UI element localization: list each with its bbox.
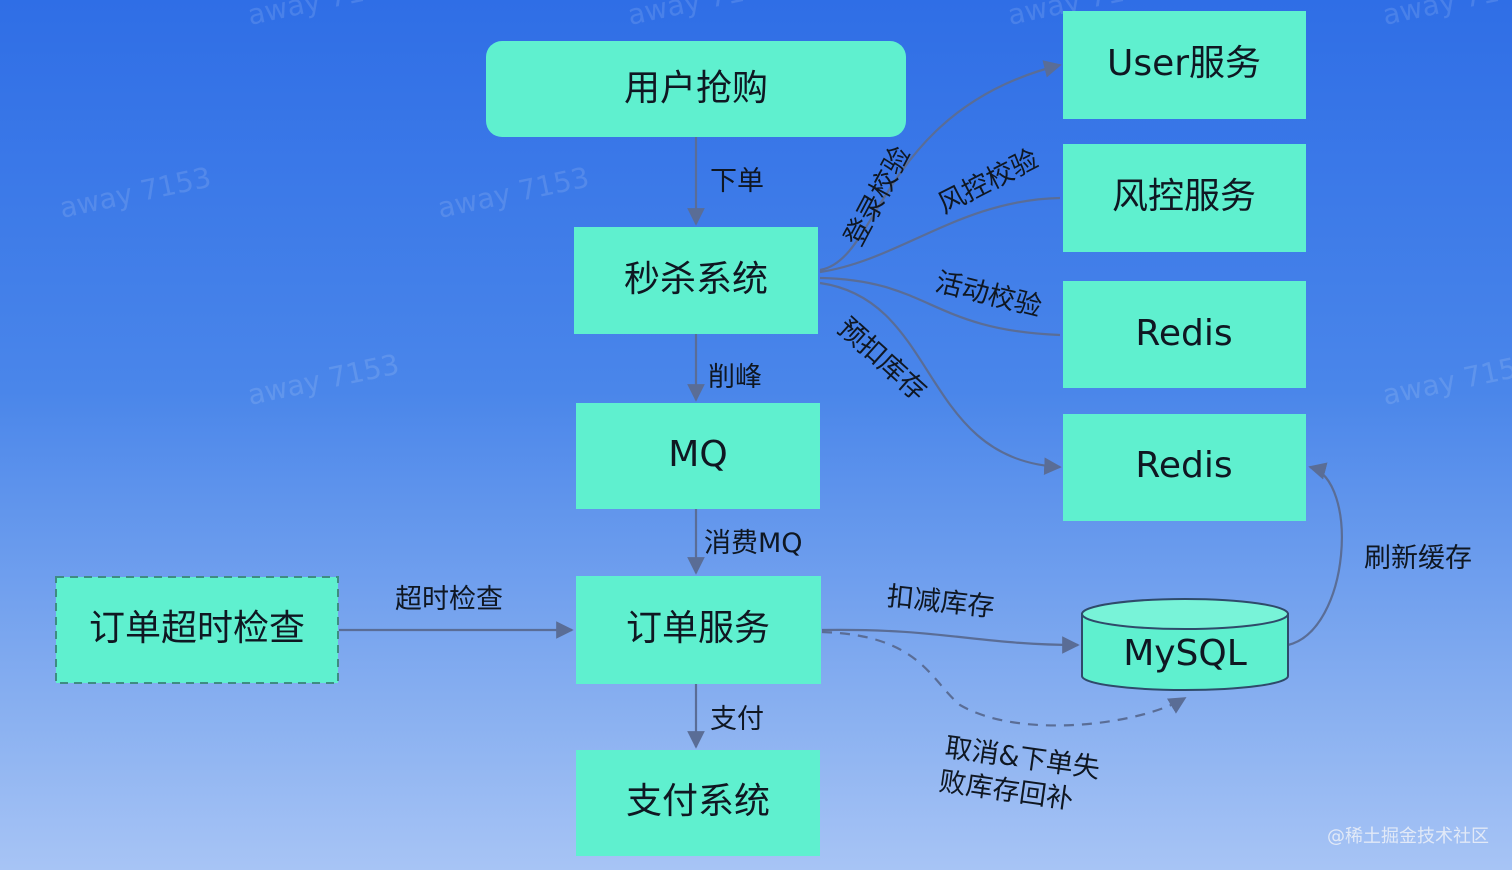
watermark: away 7153 [57, 161, 214, 225]
edge-label-consume-mq: 消费MQ [704, 528, 803, 559]
edge-login-check [819, 60, 1062, 272]
edge-label-timeout-check: 超时检查 [395, 584, 503, 615]
node-order-service: 订单服务 [576, 576, 821, 684]
node-order-timeout-check: 订单超时检查 [55, 576, 339, 684]
edge-label-activity-check: 活动校验 [932, 267, 1044, 323]
node-seckill-system: 秒杀系统 [574, 227, 818, 334]
node-label: MQ [668, 434, 727, 475]
edge-label-pay: 支付 [710, 704, 764, 735]
watermark: away 7153 [1380, 348, 1512, 412]
edge-restore-stock [821, 630, 1187, 727]
node-label: 风控服务 [1112, 176, 1256, 217]
edge-label-deduct-stock: 扣减库存 [885, 581, 996, 623]
edge-label-login-check: 登录校验 [839, 141, 917, 251]
node-label: Redis [1135, 313, 1232, 354]
watermark: away 7153 [245, 0, 402, 32]
node-risk-service: 风控服务 [1063, 144, 1306, 252]
edges [339, 60, 1343, 749]
edge-pre-deduct-stock [819, 281, 1062, 475]
node-user-service: User服务 [1063, 11, 1306, 119]
watermark: away 7153 [435, 161, 592, 225]
node-mq: MQ [576, 403, 820, 509]
node-label: MySQL [1123, 633, 1247, 674]
node-user-rush: 用户抢购 [486, 41, 906, 137]
node-label: Redis [1135, 445, 1232, 486]
edge-label-pre-deduct-stock: 预扣库存 [831, 312, 932, 407]
node-mysql-cylinder: MySQL [1081, 598, 1289, 691]
watermark: away 7153 [1380, 0, 1512, 32]
edge-label-peak-shaving: 削峰 [708, 362, 762, 393]
edge-label-refresh-cache: 刷新缓存 [1364, 543, 1472, 574]
node-label: User服务 [1107, 43, 1261, 84]
edge-deduct-stock [821, 628, 1080, 654]
node-label: 秒杀系统 [624, 259, 768, 300]
edge-risk-check [819, 196, 1061, 274]
node-redis-2: Redis [1063, 414, 1306, 521]
edge-labels: 下单 削峰 消费MQ 支付 超时检查 登录校验 风控校验 活动校验 预扣库存 扣… [395, 141, 1472, 815]
node-label: 支付系统 [626, 781, 770, 822]
node-label: 订单服务 [626, 608, 770, 649]
credit-text: @稀土掘金技术社区 [1327, 826, 1489, 847]
node-pay-system: 支付系统 [576, 750, 820, 856]
node-label: 用户抢购 [624, 68, 768, 109]
watermark: away 7153 [625, 0, 782, 32]
node-label: 订单超时检查 [89, 608, 305, 649]
edge-activity-check [819, 276, 1061, 337]
node-redis-1: Redis [1063, 281, 1306, 388]
edge-label-place-order: 下单 [710, 166, 764, 197]
watermark: away 7153 [245, 348, 402, 412]
edge-refresh-cache [1287, 462, 1343, 647]
